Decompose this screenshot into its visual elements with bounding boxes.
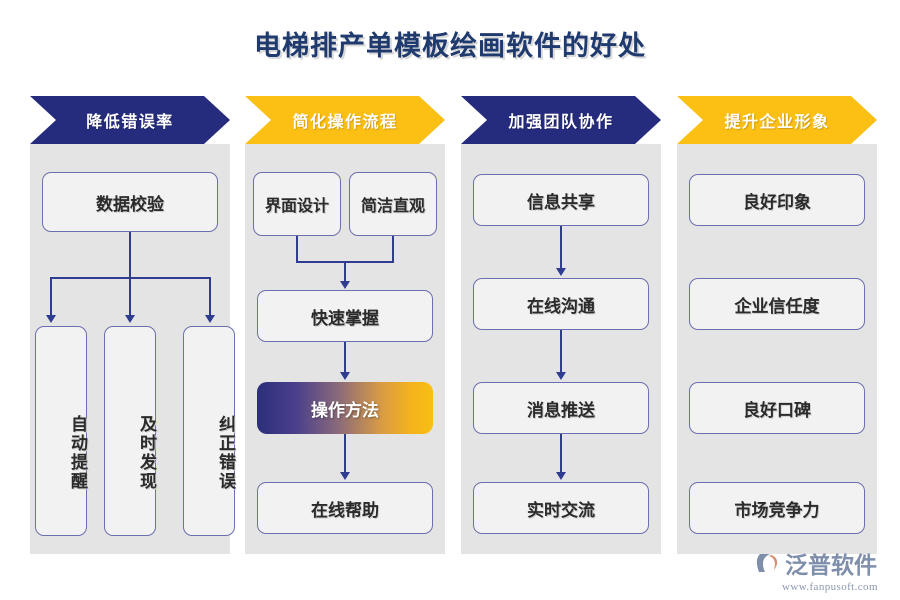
connector-merge-down xyxy=(344,261,346,281)
node-market-competitiveness[interactable]: 市场竞争力 xyxy=(689,482,865,534)
node-operation-method[interactable]: 操作方法 xyxy=(257,382,433,434)
node-label: 良好口碑 xyxy=(743,400,811,420)
arrowhead-to-help xyxy=(340,472,350,480)
node-label: 良好印象 xyxy=(743,192,811,212)
node-label: 操作方法 xyxy=(311,400,379,420)
column-simplify-process: 简化操作流程 界面设计 简洁直观 快速掌握 操作方法 在线帮助 xyxy=(245,96,445,554)
node-label: 简洁直观 xyxy=(360,198,425,215)
arrowhead-3-3 xyxy=(556,472,566,480)
arrowhead-3 xyxy=(205,315,215,323)
node-auto-reminder[interactable]: 自动提醒 xyxy=(35,326,87,536)
node-enterprise-trust[interactable]: 企业信任度 xyxy=(689,278,865,330)
node-label: 信息共享 xyxy=(527,192,595,212)
banner-label: 简化操作流程 xyxy=(292,114,398,131)
logo-row: 泛普软件 xyxy=(756,546,896,580)
column-banner-corporate-image[interactable]: 提升企业形象 xyxy=(677,96,877,144)
column-banner-reduce-errors[interactable]: 降低错误率 xyxy=(30,96,230,144)
watermark-logo: 泛普软件 www.fanpusoft.com xyxy=(756,546,896,593)
arrowhead-3-1 xyxy=(556,268,566,276)
node-info-sharing[interactable]: 信息共享 xyxy=(473,174,649,226)
arrowhead-merge xyxy=(340,281,350,289)
connector-3-3 xyxy=(560,434,562,472)
node-label: 消息推送 xyxy=(527,400,595,420)
node-quick-mastery[interactable]: 快速掌握 xyxy=(257,290,433,342)
connector-merge-left xyxy=(296,236,298,262)
node-good-impression[interactable]: 良好印象 xyxy=(689,174,865,226)
node-ui-design[interactable]: 界面设计 xyxy=(253,172,341,236)
connector-3-1 xyxy=(560,226,562,268)
node-label: 在线帮助 xyxy=(311,500,379,520)
node-label: 实时交流 xyxy=(527,500,595,520)
banner-label: 加强团队协作 xyxy=(508,114,614,131)
node-timely-discovery[interactable]: 及时发现 xyxy=(104,326,156,536)
connector-trunk xyxy=(129,232,131,278)
column-corporate-image: 提升企业形象 良好印象 企业信任度 良好口碑 市场竞争力 xyxy=(677,96,877,554)
node-realtime-exchange[interactable]: 实时交流 xyxy=(473,482,649,534)
node-message-push[interactable]: 消息推送 xyxy=(473,382,649,434)
node-data-validation[interactable]: 数据校验 xyxy=(42,172,218,232)
arrowhead-2 xyxy=(125,315,135,323)
page-title: 电梯排产单模板绘画软件的好处 xyxy=(254,31,646,61)
arrowhead-3-2 xyxy=(556,372,566,380)
logo-text: 泛普软件 xyxy=(785,553,877,578)
arrowhead-to-method xyxy=(340,372,350,380)
node-label: 数据校验 xyxy=(96,194,164,214)
node-good-reputation[interactable]: 良好口碑 xyxy=(689,382,865,434)
connector-merge-right xyxy=(392,236,394,262)
column-banner-team-collaboration[interactable]: 加强团队协作 xyxy=(461,96,661,144)
node-label: 在线沟通 xyxy=(527,296,595,316)
node-label: 纠正错误 xyxy=(216,415,235,491)
connector-drop-1 xyxy=(50,277,52,315)
node-label: 自动提醒 xyxy=(68,415,87,491)
arrowhead-1 xyxy=(46,315,56,323)
node-correct-errors[interactable]: 纠正错误 xyxy=(183,326,235,536)
node-label: 市场竞争力 xyxy=(734,500,820,520)
logo-url: www.fanpusoft.com xyxy=(782,581,878,593)
connector-3-2 xyxy=(560,330,562,372)
node-label: 快速掌握 xyxy=(311,308,379,328)
node-online-help[interactable]: 在线帮助 xyxy=(257,482,433,534)
banner-label: 降低错误率 xyxy=(86,114,174,131)
banner-label: 提升企业形象 xyxy=(724,114,830,131)
node-online-communication[interactable]: 在线沟通 xyxy=(473,278,649,330)
connector-to-help xyxy=(344,434,346,472)
column-team-collaboration: 加强团队协作 信息共享 在线沟通 消息推送 实时交流 xyxy=(461,96,661,554)
connector-drop-3 xyxy=(209,277,211,315)
fanpu-logo-icon xyxy=(756,550,782,576)
node-label: 界面设计 xyxy=(264,198,329,215)
node-label: 企业信任度 xyxy=(734,296,820,316)
column-reduce-errors: 降低错误率 数据校验 自动提醒 及时发现 纠正错误 xyxy=(30,96,235,554)
connector-drop-2 xyxy=(129,277,131,315)
node-clean-intuitive[interactable]: 简洁直观 xyxy=(349,172,437,236)
node-label: 及时发现 xyxy=(137,415,156,491)
connector-to-method xyxy=(344,342,346,372)
column-banner-simplify-process[interactable]: 简化操作流程 xyxy=(245,96,445,144)
